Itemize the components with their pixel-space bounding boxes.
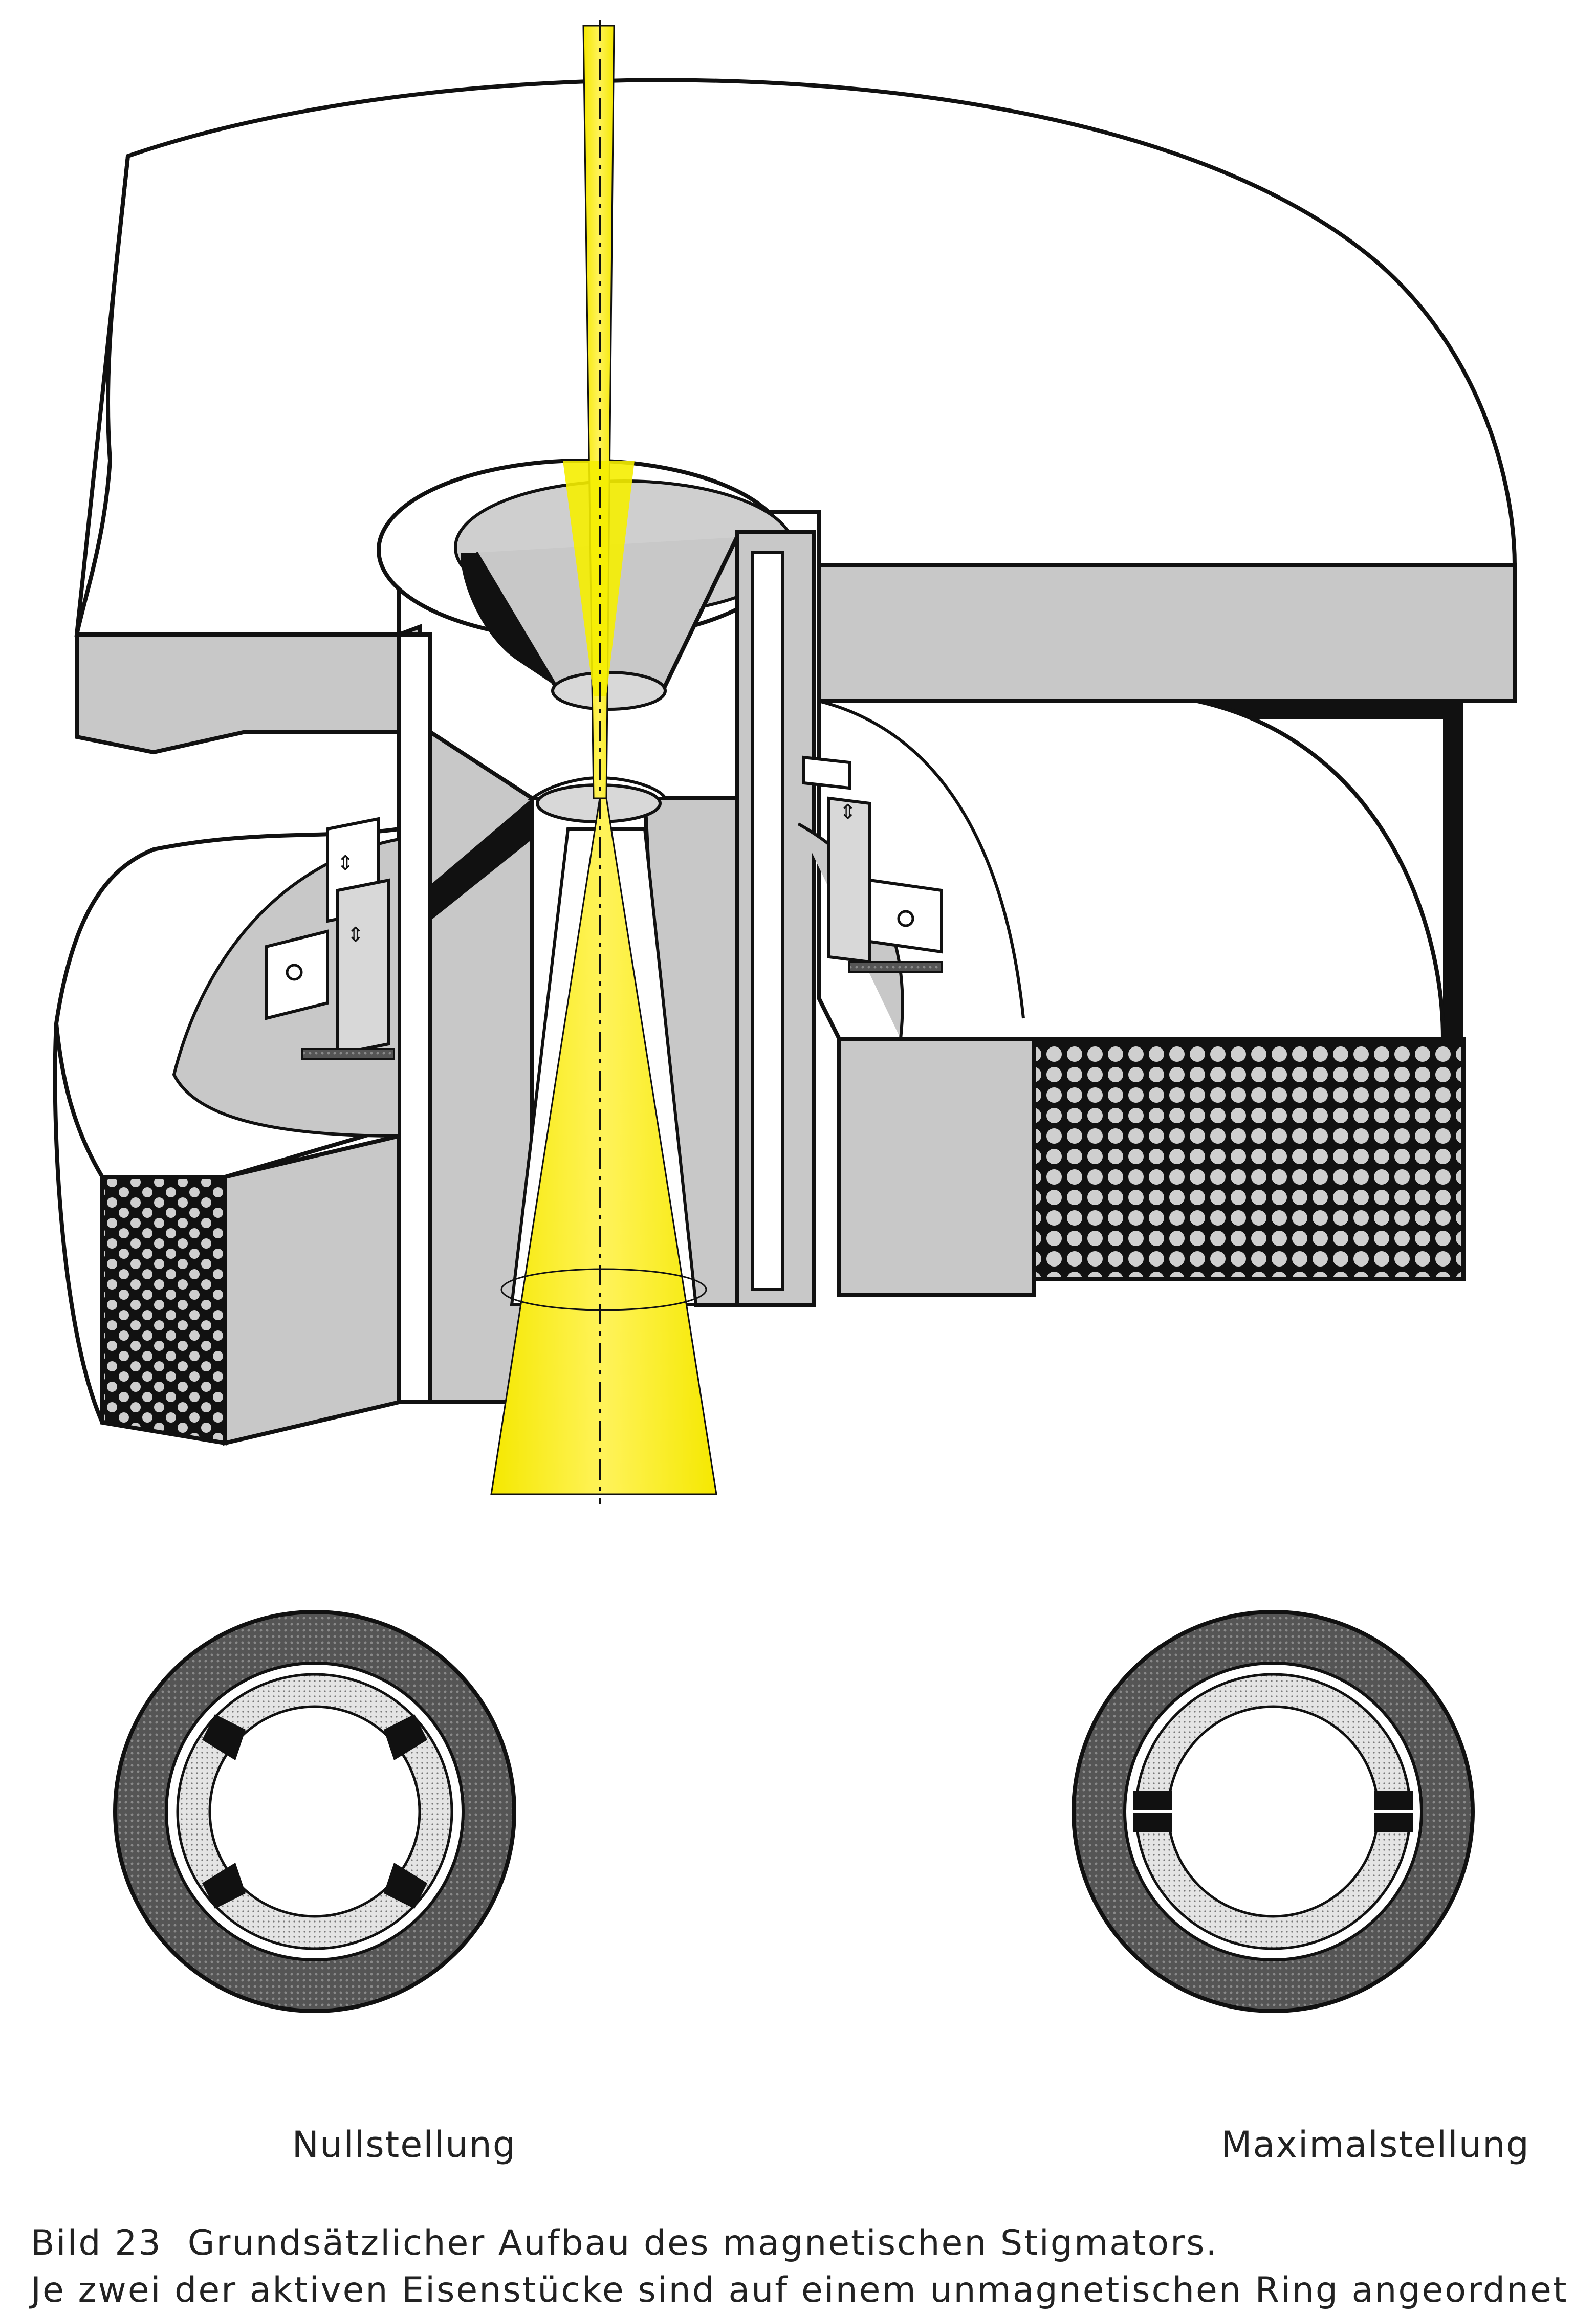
max-position-label: Maximalstellung [1221,2124,1530,2166]
figure-number: Bild 23 [31,2223,162,2263]
stigmator-adjuster-right: ⇕ [802,755,943,973]
stigmator-adjuster-left: ⇕ ⇕ [265,817,395,1060]
electron-beam [490,20,717,1504]
ring-max-position [1072,1610,1475,2013]
svg-text:⇕: ⇕ [839,800,857,824]
caption-title: Grundsätzlicher Aufbau des magnetischen … [187,2223,1219,2263]
upper-pole-plate-right [817,563,1517,1279]
figure-caption: Bild 23 Grundsätzlicher Aufbau des magnet… [31,2220,1568,2314]
svg-text:⇕: ⇕ [347,923,364,947]
ring-zero-position [113,1610,516,2013]
zero-position-label: Nullstellung [292,2124,517,2166]
svg-text:⇕: ⇕ [337,852,354,875]
caption-line-2: Je zwei der aktiven Eisenstücke sind auf… [31,2270,1568,2310]
coil-housing-right [797,699,1466,1297]
upper-pole-plate-left [75,624,422,755]
caption-line-1: Bild 23 Grundsätzlicher Aufbau des magnet… [31,2220,1566,2267]
central-tube [397,530,816,1404]
